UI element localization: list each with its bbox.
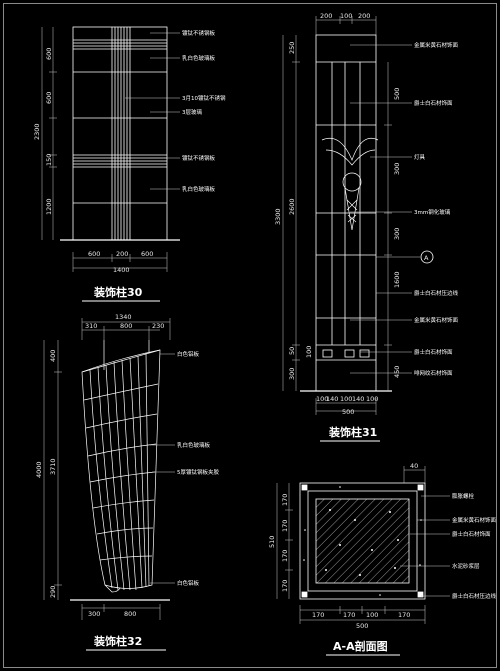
col32-note-4: 白色铝板 (177, 579, 200, 587)
section-dim-bottom-c: 100 (366, 611, 378, 619)
col32-note-1: 白色铝板 (177, 350, 200, 358)
col30-note-1: 镀钛不锈钢板 (182, 29, 216, 37)
col31-dim-bottom-2: 140 (326, 395, 338, 403)
section-dim-bottom-a: 170 (312, 611, 324, 619)
col31-dim-a: 250 (288, 42, 296, 54)
column-30-dimensions (41, 27, 180, 272)
col32-note-2: 乳白色玻璃板 (177, 441, 211, 449)
section-dim-d: 170 (281, 580, 289, 592)
col30-dim-mid: 200 (116, 250, 128, 258)
col30-dim-a: 600 (45, 48, 53, 60)
col32-dim-bottom-a: 300 (88, 610, 100, 618)
col31-note-1: 金属米黄石材饰面 (414, 41, 459, 49)
col31-dim-top-c: 200 (358, 12, 370, 20)
col31-dim-bottom-3: 100 (340, 395, 352, 403)
col30-dim-b: 600 (45, 92, 53, 104)
section-dim-b: 170 (281, 520, 289, 532)
col31-dim-inner-b: 300 (393, 163, 401, 175)
col32-title: 装饰柱32 (93, 634, 142, 648)
section-marker (420, 250, 434, 264)
col31-dim-d: 300 (288, 368, 296, 380)
col32-dim-a: 400 (49, 350, 57, 362)
col31-note-3: 灯具 (414, 153, 426, 161)
col31-title: 装饰柱31 (328, 425, 377, 439)
col31-dim-height: 3300 (274, 208, 282, 225)
col31-dim-inner-d: 1600 (393, 271, 401, 288)
col30-note-6: 乳白色玻璃板 (182, 185, 216, 193)
section-dim-top: 40 (410, 462, 418, 470)
section-dim-c: 170 (281, 550, 289, 562)
col32-dim-top-b: 800 (120, 322, 132, 330)
col30-dim-left: 600 (88, 250, 100, 258)
column-30-elevation (60, 26, 180, 241)
col30-dim-right: 600 (141, 250, 153, 258)
section-note-4: 水泥砂浆层 (452, 562, 480, 570)
col31-dim-total: 500 (342, 408, 354, 416)
section-dim-bottom-d: 170 (398, 611, 410, 619)
section-note-2: 金属米黄石材饰面 (452, 516, 497, 524)
column-31-elevation (300, 34, 392, 392)
col31-dim-inner-c: 300 (393, 228, 401, 240)
col32-dim-bottom-b: 800 (124, 610, 136, 618)
section-aa-plan (299, 482, 426, 600)
col31-dim-bottom-5: 100 (366, 395, 378, 403)
col31-note-2: 爵士白石材饰面 (414, 99, 453, 107)
col32-dim-top-c: 230 (152, 322, 164, 330)
section-dim-total: 500 (356, 622, 368, 630)
col31-note-7: 爵士白石材饰面 (414, 348, 453, 356)
col30-dim-c: 150 (45, 154, 53, 166)
column-32-dimensions (43, 318, 175, 620)
section-note-1: 膨胀螺栓 (452, 492, 475, 500)
section-note-3: 爵士白石材饰面 (452, 530, 491, 538)
col31-dim-c: 50 (288, 347, 296, 355)
col31-note-6: 金属米黄石材饰面 (414, 316, 459, 324)
section-aa-dimensions (276, 466, 450, 624)
column-31-dimensions (282, 16, 420, 415)
col32-dim-top-a: 310 (85, 322, 97, 330)
section-note-5: 爵士白石材压边线 (452, 592, 497, 600)
section-marker-label: A (424, 254, 429, 262)
top-steel-band (73, 39, 167, 50)
section-dim-bottom-b: 170 (343, 611, 355, 619)
col31-dim-inner-e: 100 (305, 346, 313, 358)
col30-title: 装饰柱30 (93, 285, 143, 299)
col31-dim-bottom-4: 140 (352, 395, 364, 403)
col32-note-3: 5厚镀钛钢板夹胶 (177, 468, 219, 476)
col30-dim-total: 1400 (113, 266, 130, 274)
col31-dim-bottom-1: 100 (316, 395, 328, 403)
col31-note-4: 3mm钢化玻璃 (414, 208, 451, 216)
col30-dim-height: 2300 (33, 123, 41, 140)
col32-dim-total: 1340 (115, 313, 132, 321)
col30-note-4: 3层玻璃 (182, 108, 202, 116)
col30-dim-d: 1200 (45, 198, 53, 215)
col31-note-5: 爵士白石材压边线 (414, 289, 459, 297)
col31-dim-top-b: 100 (340, 12, 352, 20)
section-dim-height: 510 (268, 536, 276, 548)
col31-dim-top-a: 200 (320, 12, 332, 20)
col32-dim-c: 290 (49, 586, 57, 598)
col31-dim-inner-a: 500 (393, 88, 401, 100)
section-dim-a: 170 (281, 494, 289, 506)
central-steel-strips (111, 27, 131, 240)
col31-dim-b: 2600 (288, 198, 296, 215)
col30-note-2: 乳白色玻璃板 (182, 54, 216, 62)
section-title: A-A剖面图 (333, 639, 388, 653)
lamp-fixture (321, 137, 379, 231)
col31-note-8: 啡网纹石材饰面 (414, 369, 453, 377)
col30-note-5: 镀钛不锈钢板 (182, 154, 216, 162)
col32-dim-b: 3710 (49, 458, 57, 475)
middle-steel-band (73, 154, 167, 168)
column-32-elevation (70, 340, 170, 601)
col31-dim-inner-f: 450 (393, 366, 401, 378)
col32-dim-height: 4000 (35, 461, 43, 478)
drawing-frame (3, 3, 497, 668)
col30-note-3: 3月10镀钛不锈钢 (182, 94, 226, 102)
